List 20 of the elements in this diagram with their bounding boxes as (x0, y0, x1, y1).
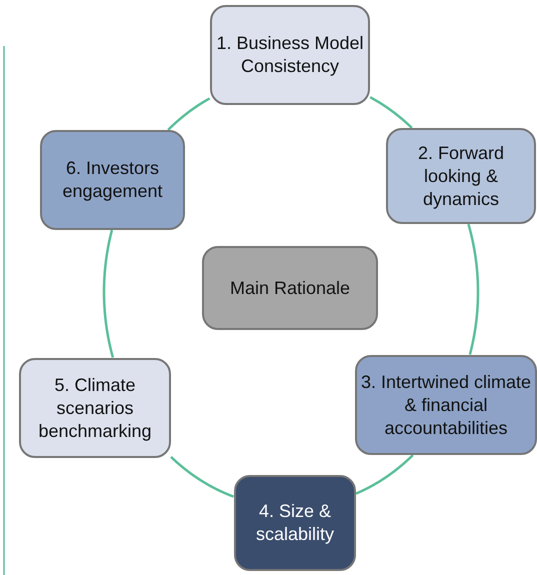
box-label: 2. Forward looking & dynamics (416, 142, 506, 210)
connector-arc (467, 223, 480, 356)
connector-arc (369, 96, 413, 129)
box-label: 4. Size & scalability (254, 500, 336, 546)
connector-arc (170, 456, 234, 498)
connector-arc (355, 454, 414, 495)
box-label: 3. Intertwined climate & financial accountabilities (360, 370, 532, 440)
step-box (355, 355, 537, 455)
step-box (234, 475, 356, 571)
box-label: 1. Business Model Consistency (215, 32, 365, 78)
box-label: 5. Climate scenarios benchmarking (37, 374, 153, 442)
step-box (386, 128, 536, 224)
box-label: Main Rationale (230, 276, 350, 300)
box-label: 6. Investors engagement (61, 157, 164, 203)
step-box (40, 130, 185, 230)
connector-arc (167, 97, 210, 131)
center-box (202, 246, 378, 330)
step-box (19, 358, 171, 458)
connector-arc (102, 229, 114, 358)
step-box (210, 5, 370, 105)
